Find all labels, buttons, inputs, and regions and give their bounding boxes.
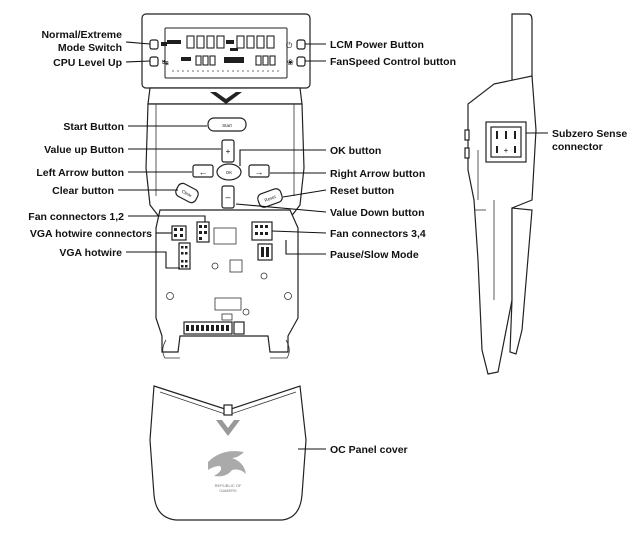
side-top-head [511,13,533,81]
side-back-shell [509,207,533,355]
reset-button[interactable] [256,187,283,208]
reset-button-callout: Reset button [330,185,394,197]
vga-hotwire-header[interactable] [178,242,191,270]
clear-button[interactable] [174,182,200,205]
fan-connectors-3-4[interactable] [251,221,273,241]
mode-switch-icon [161,42,167,46]
value-up-label: Value up Button [44,144,124,156]
oc-panel-side-view: + [464,13,537,375]
cpu-level-up-label: CPU Level Up [53,57,122,69]
subzero-sense-label-line2: connector [552,141,603,153]
chevron-icon [210,92,242,104]
left-arrow-button[interactable] [192,164,214,178]
fan-connectors-1-2[interactable] [196,221,210,243]
fan-connectors-1-2-label: Fan connectors 1,2 [28,211,124,223]
oc-panel-cover: REPUBLIC OF GAMERS [149,385,307,521]
vga-hotwire-connectors[interactable] [171,225,187,241]
fanspeed-control-button[interactable] [296,56,306,67]
lcm-power-label: LCM Power Button [330,39,424,51]
value-up-button[interactable] [221,139,235,163]
value-down-label: Value Down button [330,207,425,219]
vga-hotwire-connectors-label: VGA hotwire connectors [30,228,152,240]
right-arrow-icon: → [255,167,264,177]
plus-icon: + [226,147,231,156]
start-button-callout: Start Button [63,121,124,133]
fanspeed-control-label: FanSpeed Control button [330,56,456,68]
minus-icon: – [225,192,230,202]
left-arrow-icon: ← [199,167,208,177]
oc-panel-front-view: ↹ ⏻ ❀ Start + OK ← → – Clear Reset [141,13,311,359]
fan-connectors-3-4-label: Fan connectors 3,4 [330,228,426,240]
subzero-plus-icon: + [504,146,509,155]
subzero-sense-label-line1: Subzero Sense [552,128,627,140]
ok-button-label: OK [226,170,233,175]
normal-extreme-label-line2: Mode Switch [58,42,122,54]
ok-button-callout: OK button [330,145,381,157]
rog-logo [208,451,246,477]
lcm-power-button[interactable] [296,39,306,50]
start-button[interactable] [207,117,247,132]
right-arrow-label: Right Arrow button [330,168,425,180]
callout-labels: Normal/Extreme Mode Switch CPU Level Up … [28,29,627,456]
cover-chevron-icon [216,420,240,436]
subzero-sense-connector[interactable]: + [485,121,527,163]
bottom-connector [183,321,245,335]
oc-panel-cover-label: OC Panel cover [330,444,408,456]
cpu-level-up-button[interactable] [149,56,159,67]
lcd-digits [186,35,276,66]
power-icon: ⏻ [286,41,293,50]
reset-button-label: Reset [264,194,277,203]
clear-button-label: Clear [181,189,193,199]
normal-extreme-switch[interactable] [149,39,159,50]
ok-button[interactable] [216,163,242,181]
fan-icon: ❀ [287,58,294,67]
cpu-level-icon: ↹ [162,58,169,67]
clear-button-callout: Clear button [52,185,114,197]
pause-slow-label: Pause/Slow Mode [330,249,419,261]
cover-brand-line1: REPUBLIC OF [215,483,242,488]
vga-hotwire-label: VGA hotwire [59,247,122,259]
cover-brand-line2: GAMERS [219,488,237,493]
callout-lines [118,41,548,450]
right-arrow-button[interactable] [248,164,270,178]
left-arrow-label: Left Arrow button [36,167,124,179]
value-down-button[interactable] [221,185,235,209]
start-button-label: Start [222,123,232,128]
pause-slow-switch[interactable] [257,243,273,261]
normal-extreme-label-line1: Normal/Extreme [41,29,122,41]
